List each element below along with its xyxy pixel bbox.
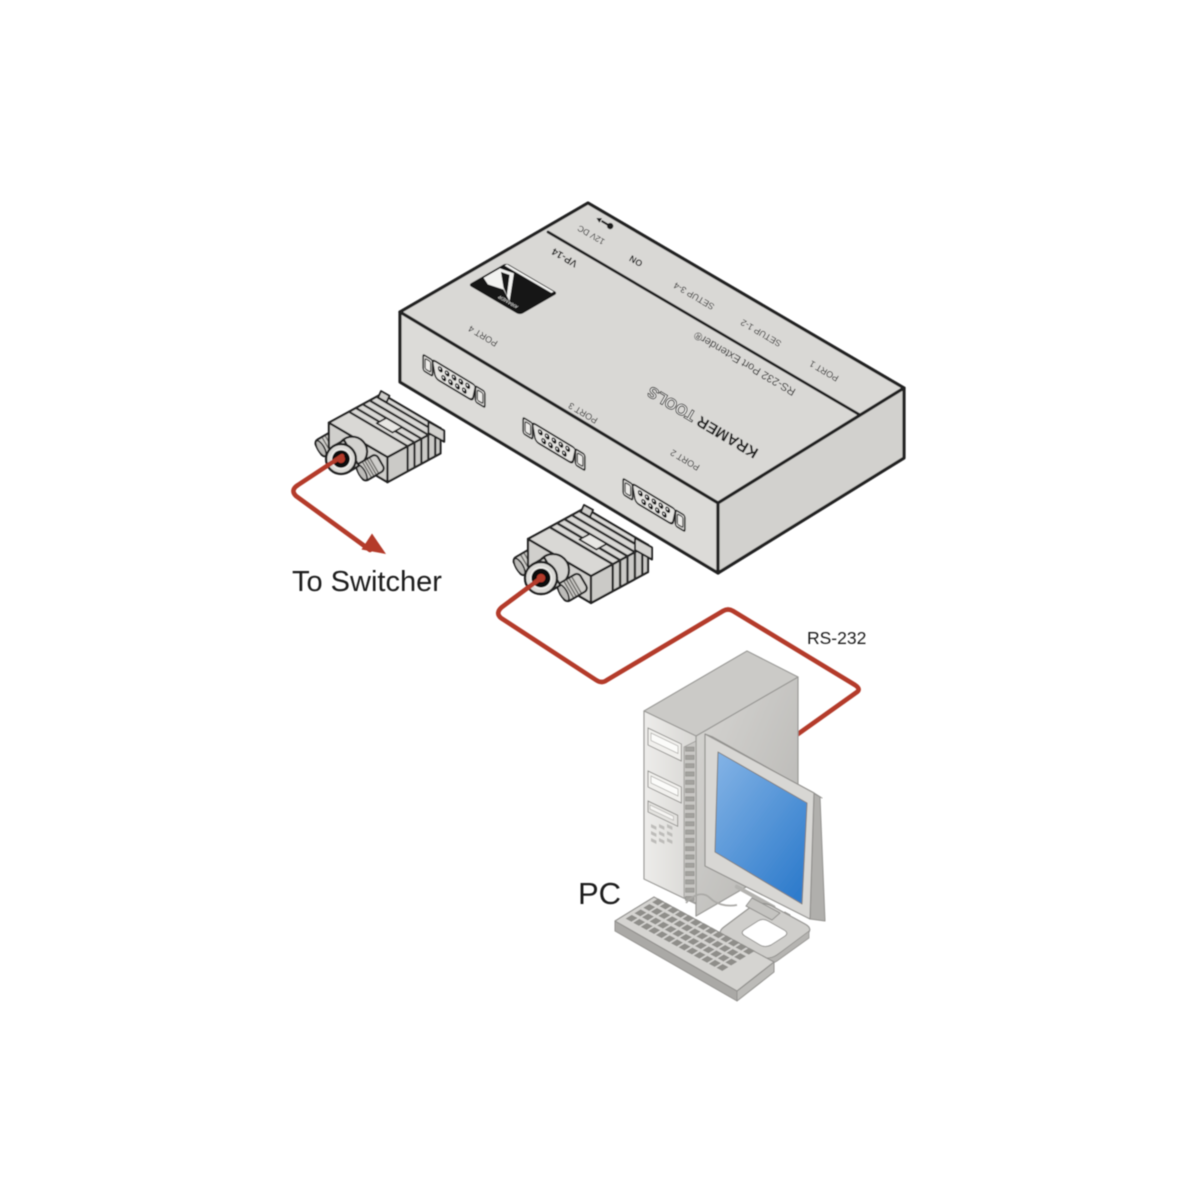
svg-text:PC: PC [578,876,621,911]
svg-text:RS-232: RS-232 [807,628,866,648]
svg-text:To Switcher: To Switcher [292,566,442,598]
